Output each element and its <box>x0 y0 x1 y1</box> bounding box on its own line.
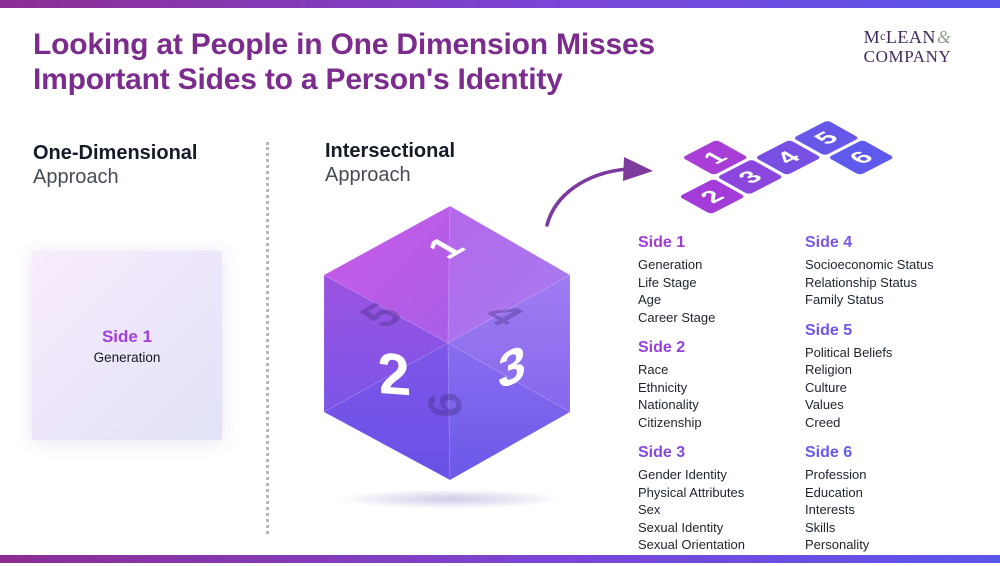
card-side-item: Generation <box>93 349 161 365</box>
cube-face-bottom-right <box>447 342 572 481</box>
side-item: Socioeconomic Status <box>805 257 934 272</box>
side-item: Race <box>638 362 669 377</box>
side-item: Sex <box>638 502 661 517</box>
page-title-line1: Looking at People in One Dimension Misse… <box>33 28 655 61</box>
bottom-accent-bar <box>0 555 1000 563</box>
side-item: Values <box>805 397 844 412</box>
cube-number-6-ghost: 6 <box>416 391 474 419</box>
net-tile-label: 3 <box>731 166 769 187</box>
side-group-heading: Side 5 <box>805 321 853 339</box>
net-tile-label: 6 <box>842 147 880 168</box>
page-title-line2: Important Sides to a Person's Identity <box>33 63 563 96</box>
net-tile-label: 4 <box>769 147 807 168</box>
side-group-heading: Side 2 <box>638 339 686 356</box>
side-item: Personality <box>805 537 870 552</box>
side-group-heading: Side 3 <box>638 444 686 461</box>
net-tile-label: 5 <box>807 127 845 148</box>
side-item: Career Stage <box>638 309 716 325</box>
side-item: Generation <box>638 257 703 272</box>
side-item: Skills <box>805 519 836 535</box>
side-item: Relationship Status <box>805 274 918 290</box>
top-accent-bar <box>0 0 1000 8</box>
page-title: Looking at People in One Dimension Misse… <box>33 27 813 97</box>
card-side-label: Side 1 <box>101 326 153 346</box>
side-group-heading: Side 6 <box>805 444 853 461</box>
side-item: Interests <box>805 502 855 517</box>
logo-line1: McLEAN& <box>863 27 952 47</box>
cube-shadow <box>335 489 565 509</box>
side-item: Profession <box>805 467 867 482</box>
curved-arrow-icon <box>545 157 653 227</box>
side-item: Sexual Identity <box>638 519 724 535</box>
side-item: Sexual Orientation <box>638 537 745 552</box>
net-tile-label: 1 <box>696 147 734 168</box>
side-item: Family Status <box>805 292 884 307</box>
side-item: Education <box>805 484 863 500</box>
one-dimensional-card: Side 1 Generation <box>32 251 222 440</box>
side-item: Citizenship <box>638 414 702 430</box>
dotted-divider <box>266 142 269 534</box>
side-item: Age <box>638 292 662 307</box>
side-item: Gender Identity <box>638 467 727 482</box>
side-item: Culture <box>805 379 847 395</box>
logo-line2: COMPANY <box>863 47 952 66</box>
cube-number-3: 3 <box>498 333 526 401</box>
company-logo: McLEAN& COMPANY <box>850 27 965 67</box>
side-item: Political Beliefs <box>805 344 893 360</box>
logo-ampersand: & <box>936 27 952 47</box>
cube-graphic <box>322 205 572 481</box>
side-item: Life Stage <box>638 274 697 290</box>
side-item: Nationality <box>638 397 699 412</box>
side-item: Religion <box>805 362 852 377</box>
side-item: Ethnicity <box>638 379 688 395</box>
intersectional-heading: Intersectional Approach <box>325 140 456 186</box>
side-item: Physical Attributes <box>638 484 745 500</box>
side-group-heading: Side 1 <box>638 234 686 251</box>
side-group-heading: Side 4 <box>805 234 853 251</box>
cube-number-2: 2 <box>375 340 413 409</box>
one-dimensional-heading: One-Dimensional Approach <box>33 142 198 188</box>
net-tile-label: 2 <box>693 186 731 207</box>
side-item: Creed <box>805 414 841 430</box>
